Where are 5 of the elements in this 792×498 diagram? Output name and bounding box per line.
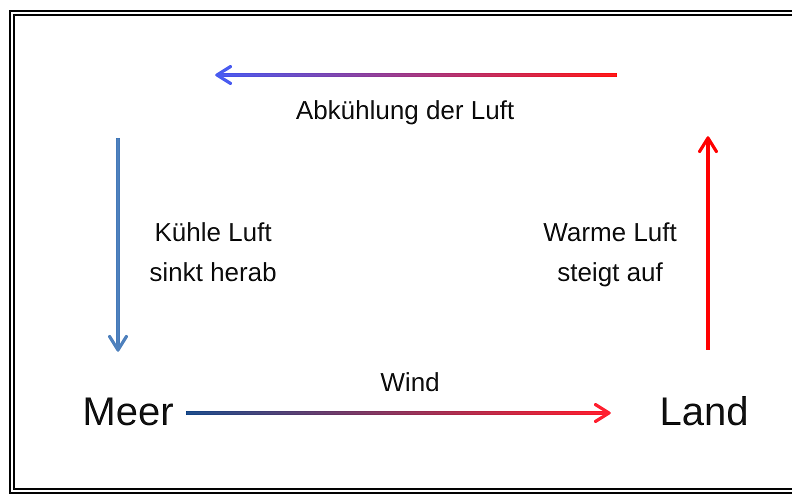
place-name: Land: [660, 389, 748, 435]
arrow: [108, 138, 128, 352]
arrow: [186, 403, 611, 423]
place-name: Meer: [82, 389, 174, 435]
arrow: [698, 136, 718, 350]
